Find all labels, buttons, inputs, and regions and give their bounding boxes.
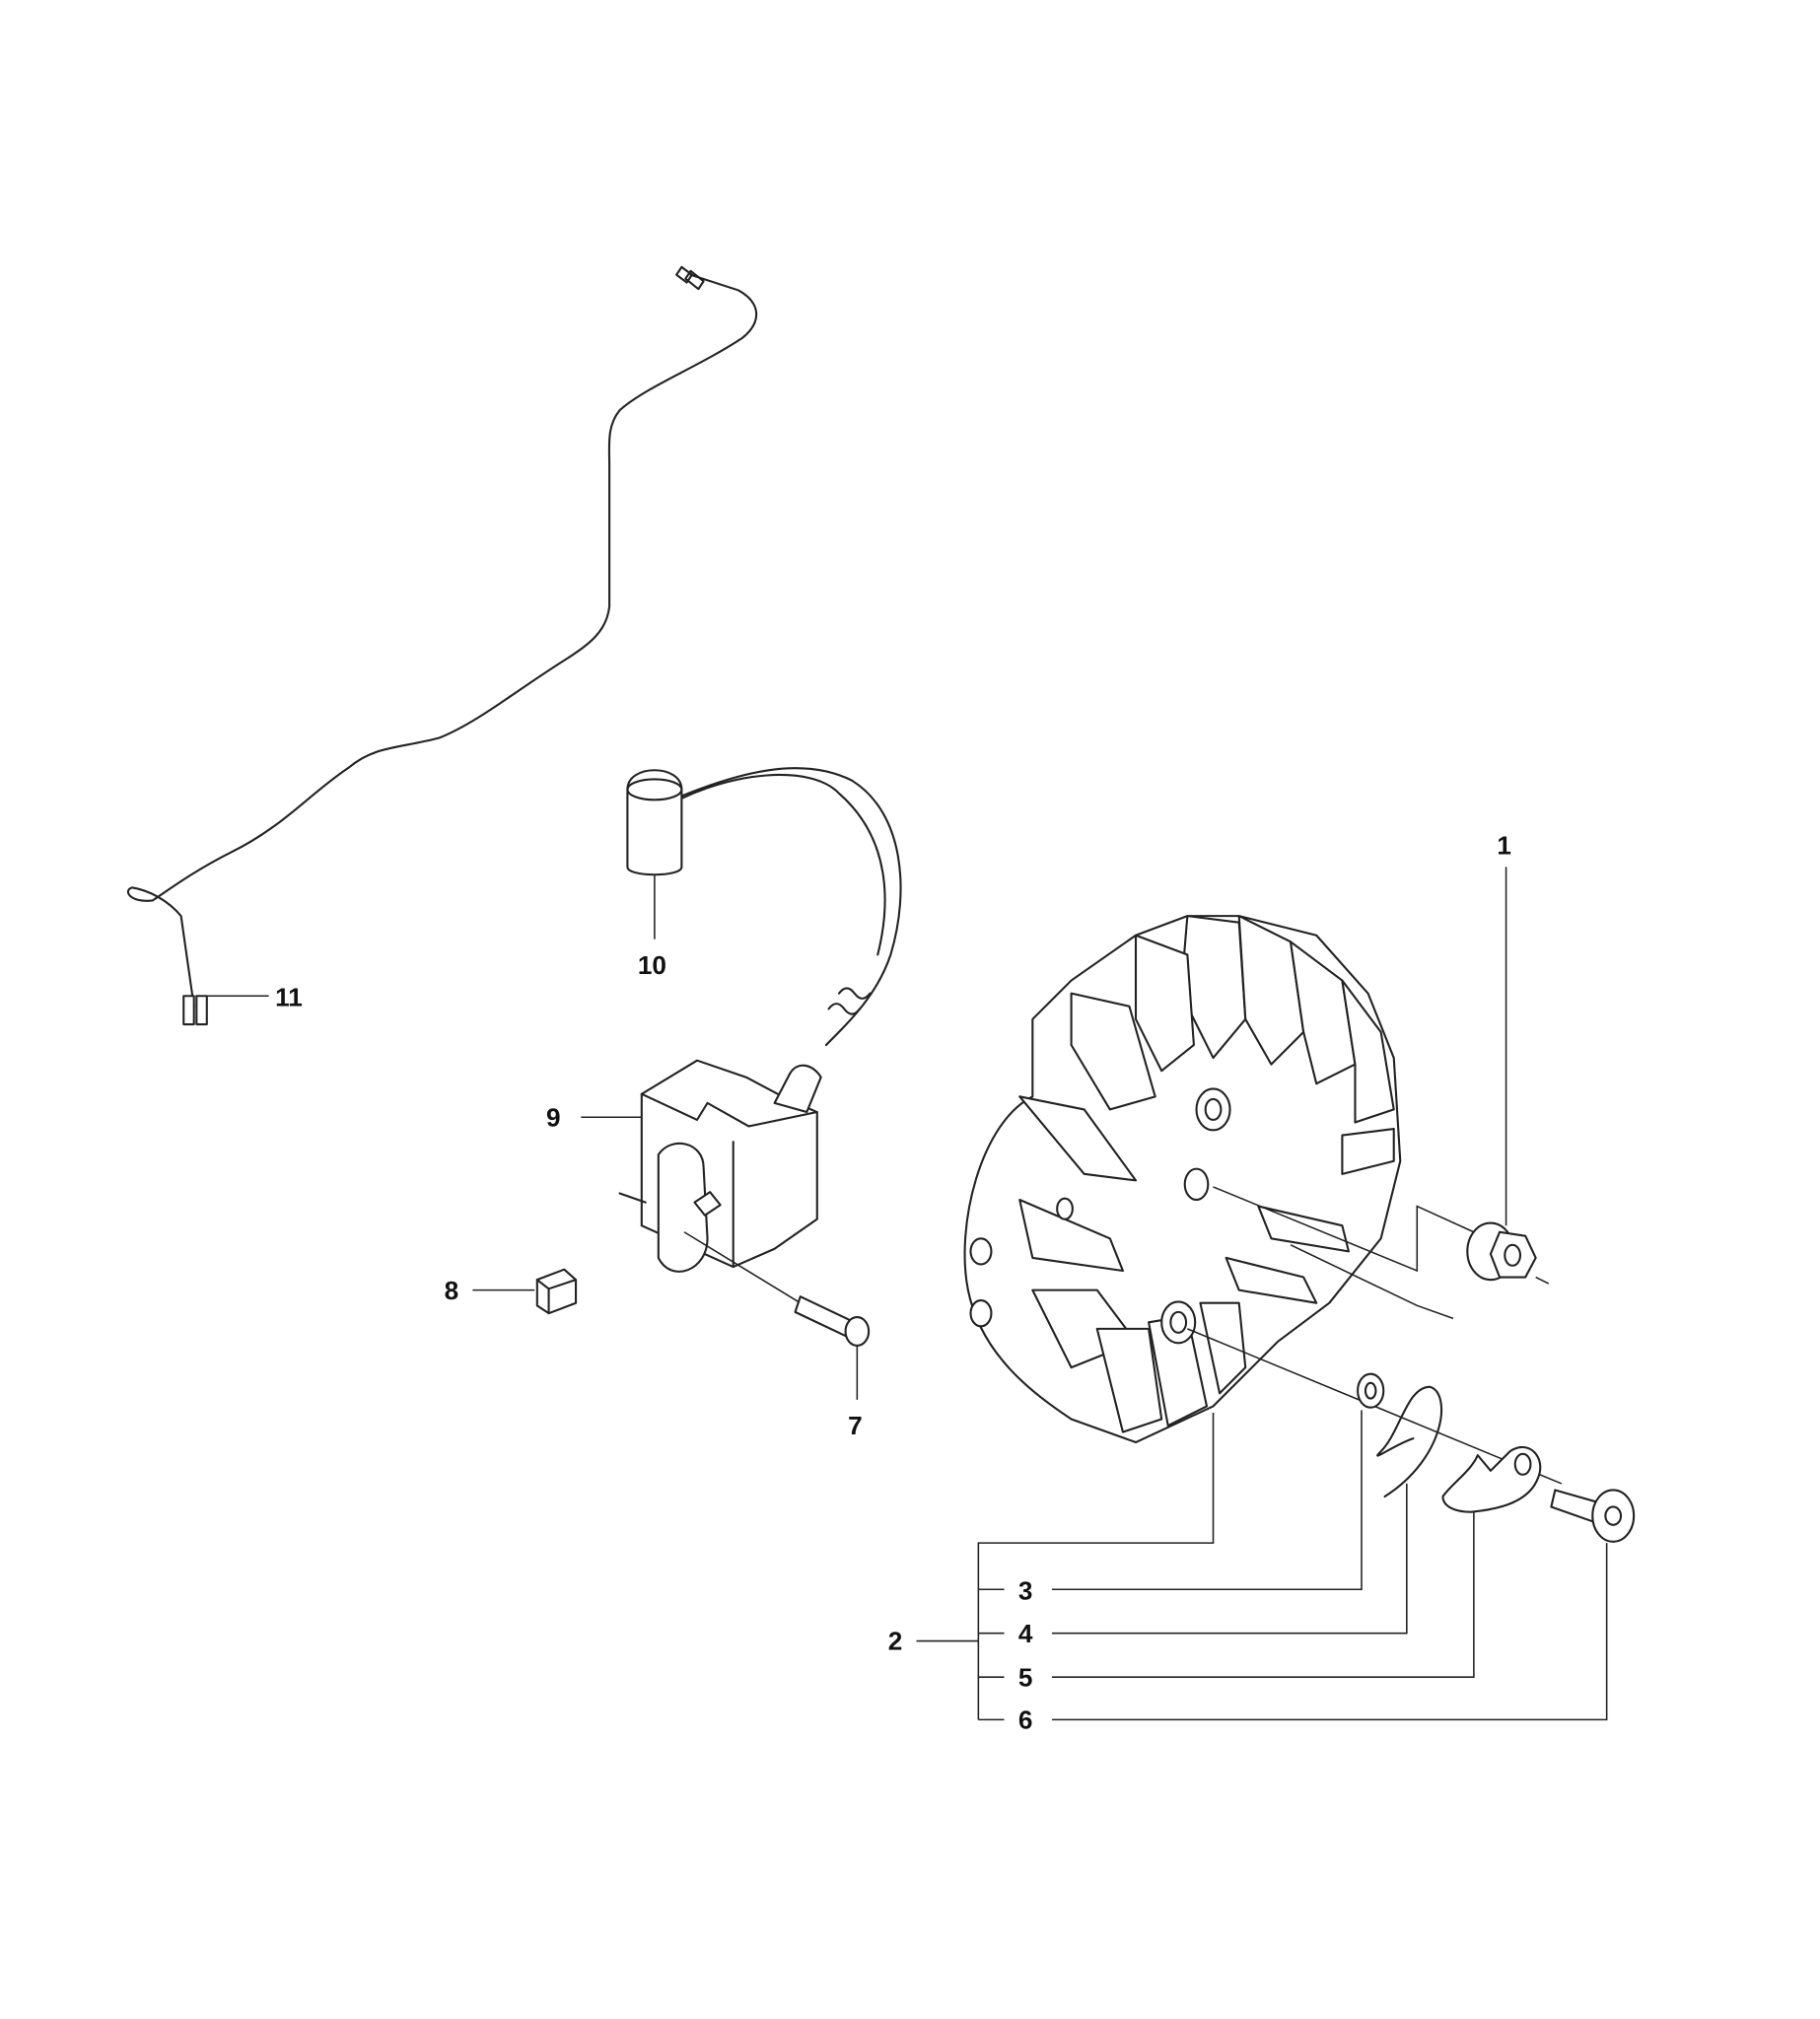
label-3: 3	[1018, 1576, 1033, 1606]
label-11: 11	[275, 983, 303, 1012]
label-4: 4	[1018, 1619, 1033, 1648]
label-8: 8	[445, 1276, 459, 1305]
leader-group-2	[916, 1410, 1608, 1721]
part-10-spark-plug-cap	[626, 767, 902, 1047]
part-1-nut	[1213, 1186, 1550, 1320]
part-3-washer	[1357, 1372, 1385, 1409]
part-7-screw	[683, 1231, 871, 1347]
label-7: 7	[848, 1411, 863, 1440]
part-8-block	[535, 1268, 578, 1315]
label-1: 1	[1497, 830, 1511, 860]
label-2: 2	[888, 1627, 903, 1656]
label-10: 10	[638, 950, 666, 980]
part-4-spring	[1376, 1385, 1443, 1498]
label-5: 5	[1018, 1662, 1033, 1692]
part-9-ignition-module	[618, 1059, 822, 1273]
label-9: 9	[546, 1102, 561, 1132]
label-6: 6	[1018, 1706, 1033, 1735]
part-5-pawl	[1441, 1445, 1542, 1513]
part-2-flywheel	[963, 915, 1402, 1444]
part-6-screw	[1550, 1489, 1636, 1543]
part-11-wire	[126, 265, 758, 1026]
